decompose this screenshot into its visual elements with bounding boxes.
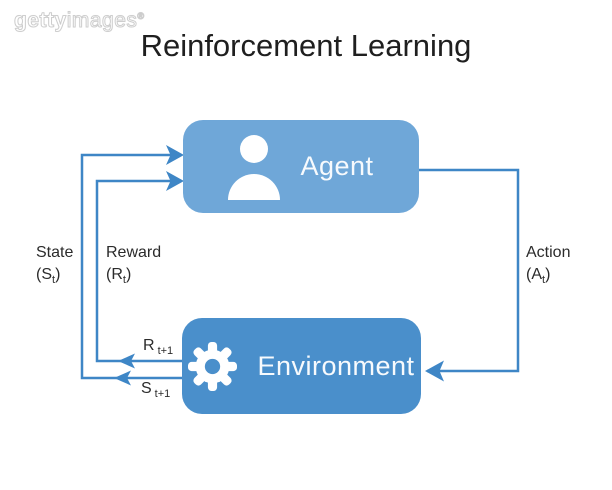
reward-label-name: Reward [106,244,162,261]
reward-label-symbol: (Rt) [106,265,132,286]
reward-arrowhead-icon [166,171,184,191]
registered-mark: ® [137,11,145,22]
action-edge-label: Action (At) [526,242,570,288]
state-label-name: State [36,244,74,261]
state-arrowhead-icon [166,145,184,165]
reward-edge-label: Reward (Rt) [106,242,161,288]
state-edge-line [80,153,182,380]
state-edge-label: State (St) [36,242,73,288]
gear-icon [188,341,238,391]
person-icon [228,134,281,200]
action-label-name: Action [526,244,571,261]
s-next-arrowhead-icon [114,370,131,386]
environment-label: Environment [257,350,415,381]
reward-edge-line [95,179,182,363]
agent-node: Agent [183,120,419,213]
environment-node: Environment [182,318,421,414]
r-next-arrowhead-icon [118,353,135,369]
watermark-light-part: images [66,9,138,33]
gettyimages-watermark: gettyimages® [14,9,145,33]
watermark-bold-part: getty [14,9,67,33]
action-edge-line [419,168,520,373]
action-label-symbol: (At) [526,265,551,286]
state-label-symbol: (St) [36,265,61,286]
page-title: Reinforcement Learning [140,28,472,63]
action-arrowhead-icon [425,360,444,382]
agent-label: Agent [300,151,374,181]
